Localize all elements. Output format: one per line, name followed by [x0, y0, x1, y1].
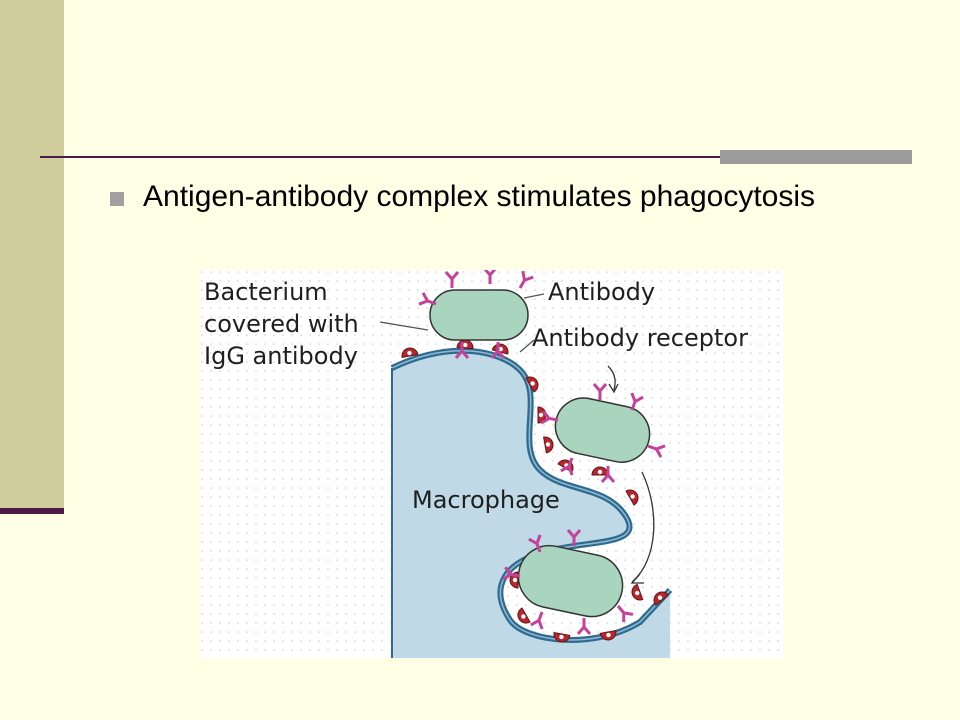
bacterium-2	[539, 382, 667, 484]
label-antibody-receptor: Antibody receptor	[532, 324, 748, 352]
engulf-arrow-2	[631, 471, 655, 583]
label-bacterium-line3: IgG antibody	[204, 342, 358, 370]
label-bacterium-line1: Bacterium	[204, 278, 328, 306]
label-macrophage: Macrophage	[412, 486, 560, 514]
label-antibody: Antibody	[548, 278, 655, 306]
bullet-marker	[110, 192, 124, 206]
bacterium-1	[417, 270, 535, 360]
sidebar-bar-accent	[0, 508, 64, 514]
bacterium-pointer	[379, 321, 429, 331]
receptor-pointer	[519, 339, 535, 353]
title-rule-line	[40, 156, 912, 158]
macrophage-body	[392, 350, 670, 658]
engulf-arrow-1	[607, 365, 616, 391]
label-bacterium-line2: covered with	[204, 310, 359, 338]
bullet-text: Antigen-antibody complex stimulates phag…	[143, 180, 816, 213]
bacterium-3	[501, 528, 635, 636]
sidebar-bar	[0, 0, 64, 510]
phagocytosis-diagram: Bacterium covered with IgG antibody Anti…	[200, 270, 784, 658]
title-rule-accent	[720, 150, 912, 164]
antibody-pointer	[523, 293, 545, 299]
